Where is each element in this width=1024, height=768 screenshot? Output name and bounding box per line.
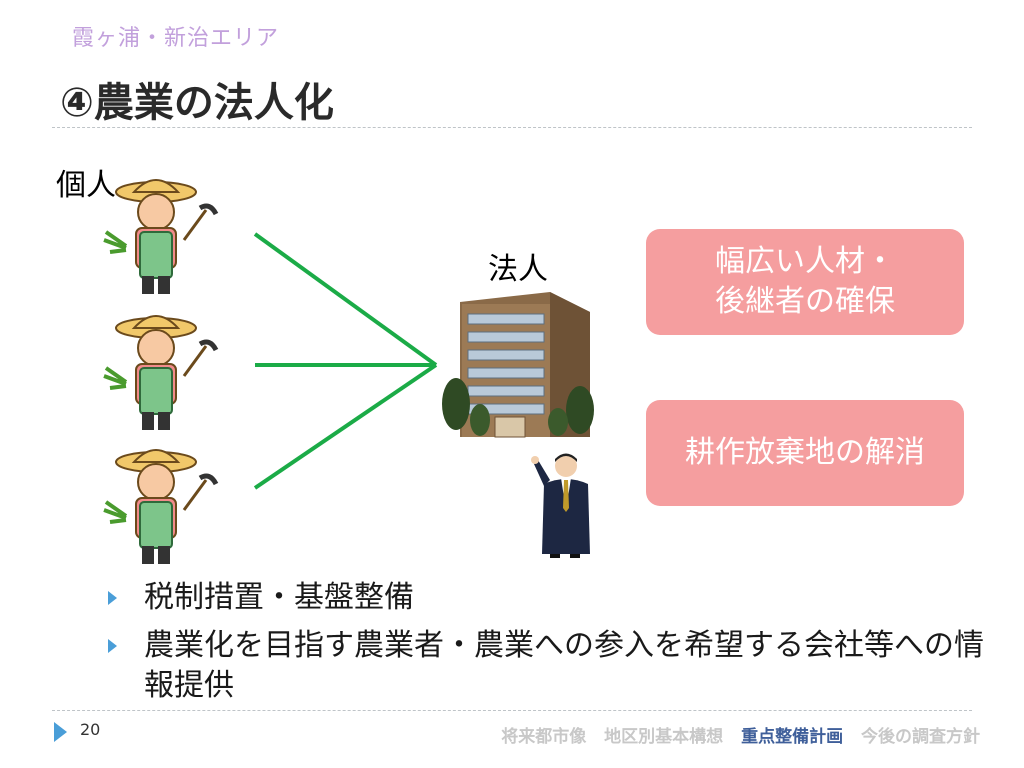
office-building-icon: [442, 292, 594, 438]
page-arrow-icon: [54, 722, 67, 742]
bullet-arrow-icon: [108, 639, 117, 653]
bullet-arrow-icon: [108, 591, 117, 605]
benefit-text: 後継者の確保: [715, 284, 895, 319]
footer-divider: [52, 710, 972, 711]
bullet-item: 税制措置・基盤整備: [108, 578, 988, 618]
footer-nav-item[interactable]: 地区別基本構想: [604, 727, 724, 747]
connector-line-bottom: [253, 363, 438, 490]
benefit-pill-talent: 幅広い人材・ 後継者の確保: [646, 229, 964, 335]
benefit-text: 幅広い人材・: [715, 244, 895, 279]
footer-nav-item[interactable]: 将来都市像: [501, 727, 587, 747]
slide-title: ④農業の法人化: [60, 80, 334, 126]
corporation-label: 法人: [488, 252, 548, 287]
section-subtitle: 霞ヶ浦・新治エリア: [72, 26, 280, 51]
footer-nav-item[interactable]: 今後の調査方針: [861, 727, 980, 747]
footer-nav: 将来都市像 地区別基本構想 重点整備計画 今後の調査方針: [489, 722, 980, 747]
page-number: 20: [80, 720, 101, 739]
individual-label: 個人: [56, 168, 116, 203]
bullet-item: 農業化を目指す農業者・農業への参入を希望する会社等への情報提供: [108, 626, 988, 706]
farmer-illustration: [103, 449, 219, 564]
header-divider: [52, 127, 972, 128]
farmer-illustration: [103, 179, 219, 294]
bullet-text: 農業化を目指す農業者・農業への参入を希望する会社等への情報提供: [144, 628, 984, 703]
farmer-illustration: [103, 315, 219, 430]
bullet-text: 税制措置・基盤整備: [144, 580, 414, 615]
bullet-list: 税制措置・基盤整備 農業化を目指す農業者・農業への参入を希望する会社等への情報提…: [108, 578, 988, 714]
connector-line-top: [253, 232, 438, 367]
footer-nav-item-active[interactable]: 重点整備計画: [741, 727, 844, 747]
benefit-pill-abandoned-land: 耕作放棄地の解消: [646, 400, 964, 506]
benefit-text: 耕作放棄地の解消: [685, 435, 925, 470]
businessman-icon: [531, 453, 590, 558]
